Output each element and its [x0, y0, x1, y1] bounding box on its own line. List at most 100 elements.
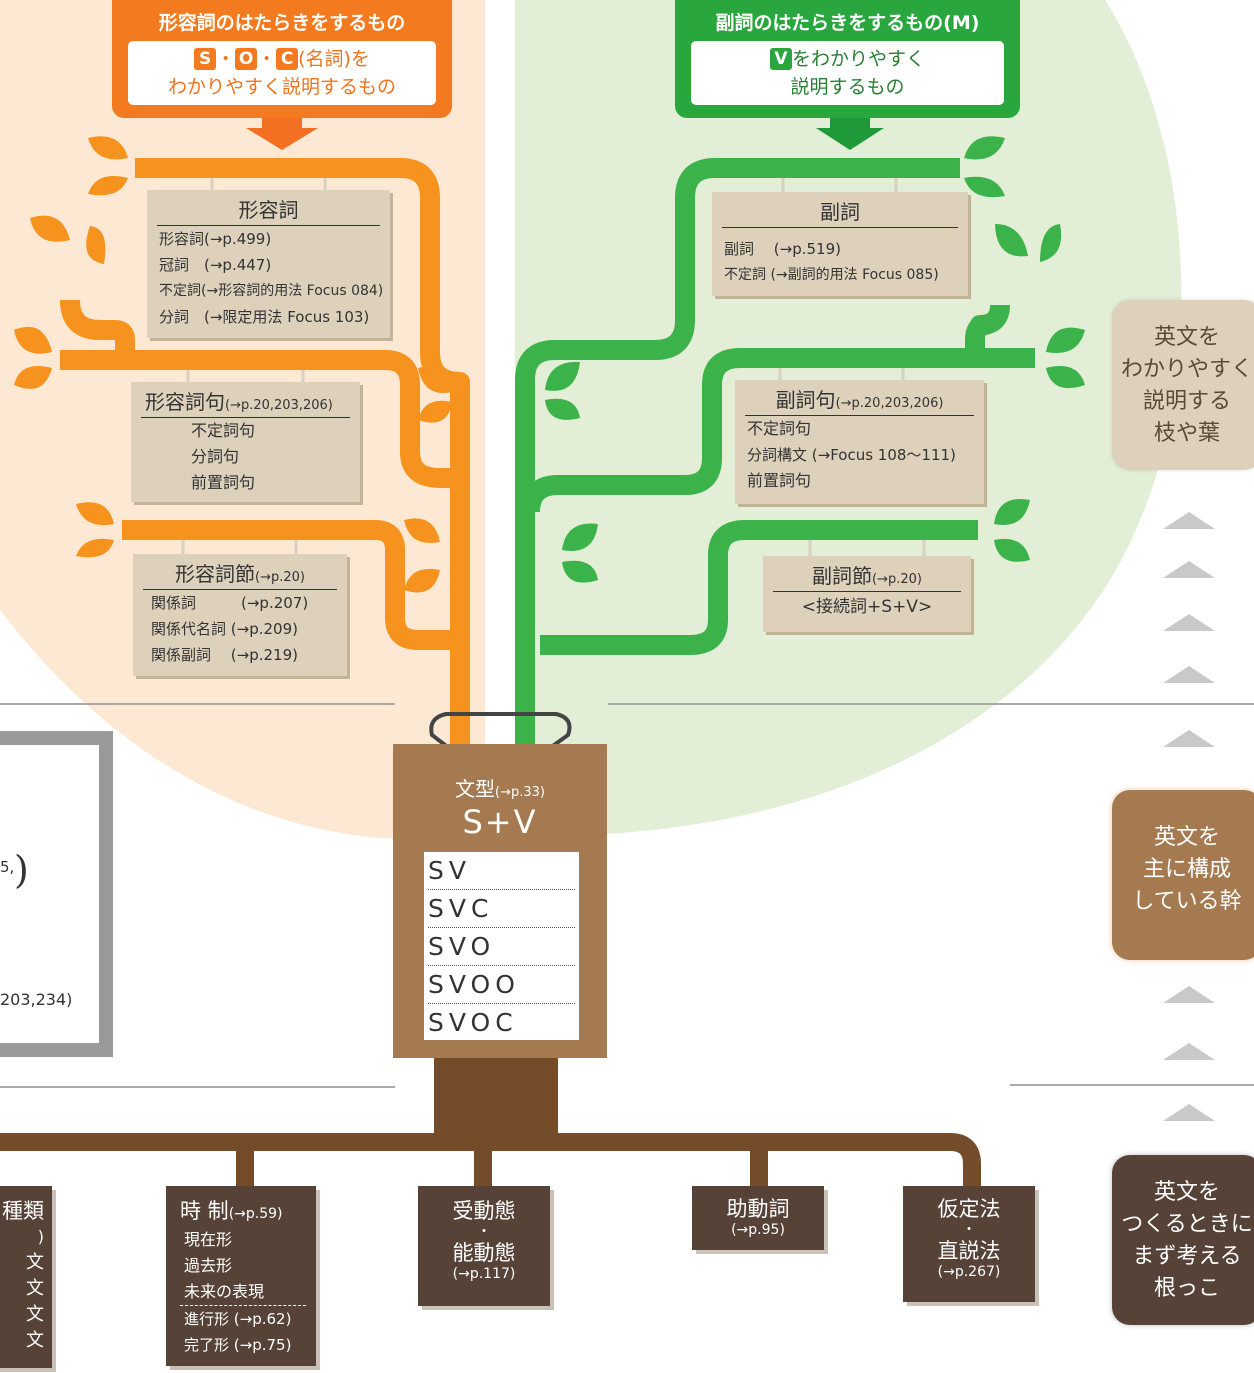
adverb-clause-ref: (→p.20) [872, 572, 922, 587]
up-arrow-7 [1163, 1043, 1215, 1060]
orange-arrow [246, 118, 318, 150]
trunk-title: 文型 [455, 777, 496, 801]
adverb-clause-line: <接続詞+S+V> [801, 597, 933, 617]
green-branches [515, 158, 1035, 745]
adverb-header-line1: をわかりやすく [791, 48, 925, 70]
side-roots-line-1: 英文を [1153, 1180, 1220, 1205]
adjective-phrase-box: 形容詞句(→p.20,203,206) 不定詞句 分詞句 前置詞句 [131, 382, 360, 502]
adverb-phrase-line-3: 前置詞句 [747, 471, 812, 490]
root-types: 種類 ) 文 文 文 文 [0, 1186, 52, 1368]
side-roots-line-4: 根っこ [1153, 1276, 1220, 1301]
adjective-phrase-line-1: 不定詞句 [191, 421, 256, 440]
side-branches-line-4: 枝や葉 [1153, 421, 1220, 446]
adjective-clause-ref: (→p.20) [255, 570, 305, 585]
side-label-trunk: 英文を 主に構成 している幹 [1112, 790, 1254, 960]
root-voice-line1: 受動態 [452, 1199, 516, 1223]
green-arrow [816, 118, 884, 150]
side-trunk-line-2: 主に構成 [1142, 857, 1231, 882]
adverb-box: 副詞 副詞 (→p.519) 不定詞 (→副詞的用法 Focus 085) [712, 192, 968, 296]
root-voice: 受動態 ・ 能動態 (→p.117) [418, 1186, 550, 1306]
adverb-phrase-box: 副詞句(→p.20,203,206) 不定詞句 分詞構文 (→Focus 108… [735, 380, 984, 504]
up-arrow-6 [1163, 986, 1215, 1003]
adjective-clause-line-2: 関係代名詞 (→p.209) [151, 620, 298, 638]
left-frame-text-1: 5, [0, 858, 15, 876]
root-tense-line-5: 完了形 (→p.75) [184, 1336, 292, 1354]
root-tense-line-2: 過去形 [184, 1256, 233, 1275]
root-types-line-3: 文 [26, 1278, 44, 1299]
s-badge: S [194, 48, 217, 70]
side-branches-line-2: わかりやすく [1120, 357, 1253, 382]
side-branches-line-3: 説明する [1142, 389, 1231, 414]
root-mood: 仮定法 ・ 直説法 (→p.267) [903, 1186, 1035, 1302]
sign-hanger [429, 712, 572, 760]
adverb-box-title: 副詞 [722, 192, 958, 228]
green-leaves [545, 136, 1085, 583]
adjective-phrase-line-3: 前置詞句 [191, 473, 256, 492]
adverb-phrase-title: 副詞句 [775, 388, 836, 412]
left-frame [0, 731, 113, 1057]
root-types-line-1: ) [37, 1227, 44, 1246]
adverb-line-1: 副詞 (→p.519) [724, 240, 841, 258]
root-voice-line2: 能動態 [452, 1241, 516, 1265]
root-mood-line1: 仮定法 [937, 1197, 1001, 1221]
root-tense: 時 制(→p.59) 現在形 過去形 未来の表現 進行形 (→p.62) 完了形… [166, 1186, 316, 1366]
root-types-line-5: 文 [26, 1330, 44, 1351]
up-arrow-2 [1163, 561, 1215, 578]
sentence-forms: SV SVC SVO SVOO SVOC [424, 852, 579, 1040]
up-arrow-8 [1163, 1104, 1215, 1121]
adjective-line-2: 冠詞 (→p.447) [159, 256, 272, 274]
form-svc: SVC [428, 890, 575, 928]
adverb-clause-box: 副詞節(→p.20) <接続詞+S+V> [763, 556, 971, 632]
trunk-ref: (→p.33) [495, 785, 545, 800]
adjective-header-line2: わかりやすく説明するもの [167, 76, 396, 98]
side-trunk-line-1: 英文を [1153, 825, 1220, 850]
adjective-header: 形容詞のはたらきをするもの S・O・C(名詞)を わかりやすく説明するもの [112, 0, 452, 118]
adverb-line-2: 不定詞 (→副詞的用法 Focus 085) [724, 267, 939, 283]
root-tense-heading: 時 制(→p.59) [180, 1198, 316, 1227]
lower-trunk [434, 1058, 558, 1138]
adjective-line-3: 不定詞(→形容詞的用法 Focus 084) [159, 283, 384, 299]
side-trunk-line-3: している幹 [1132, 889, 1242, 914]
c-badge: C [276, 48, 299, 70]
adjective-header-line1: (名詞)を [298, 48, 370, 70]
trunk-formula: S+V [462, 803, 538, 841]
adjective-clause-heading: 形容詞節(→p.20) [143, 554, 337, 590]
orange-leaves [14, 136, 452, 593]
root-lines [0, 1133, 981, 1188]
root-tense-title: 時 制 [180, 1199, 229, 1223]
v-badge: V [769, 48, 792, 70]
root-voice-ref: (→p.117) [452, 1266, 516, 1282]
adjective-box: 形容詞 形容詞(→p.499) 冠詞 (→p.447) 不定詞(→形容詞的用法 … [147, 190, 390, 338]
form-svoc: SVOC [428, 1008, 518, 1037]
root-aux-title: 助動詞 [726, 1197, 790, 1221]
side-label-branches: 英文を わかりやすく 説明する 枝や葉 [1112, 300, 1254, 470]
root-tense-line-3: 未来の表現 [180, 1279, 306, 1306]
root-tense-line-4: 進行形 (→p.62) [184, 1310, 292, 1328]
left-frame-text-2: 203,234) [0, 990, 73, 1009]
form-sv: SV [428, 852, 575, 890]
root-types-line-2: 文 [26, 1252, 44, 1273]
up-arrow-1 [1163, 512, 1215, 529]
up-arrow-5 [1163, 730, 1215, 747]
trunk-heading: 文型(→p.33) [393, 778, 607, 804]
side-roots-line-2: つくるときに [1121, 1212, 1253, 1237]
adjective-box-title: 形容詞 [157, 190, 380, 226]
form-svo: SVO [428, 928, 575, 966]
adjective-phrase-heading: 形容詞句(→p.20,203,206) [141, 382, 350, 418]
dot-2: ・ [257, 48, 277, 70]
adjective-line-4: 分詞 (→限定用法 Focus 103) [159, 308, 370, 326]
adjective-phrase-ref: (→p.20,203,206) [225, 398, 333, 413]
root-tense-ref: (→p.59) [228, 1206, 283, 1222]
adjective-phrase-title: 形容詞句 [145, 390, 225, 414]
adverb-phrase-line-1: 不定詞句 [747, 419, 812, 438]
adjective-clause-line-1: 関係詞 (→p.207) [151, 594, 309, 612]
adverb-phrase-ref: (→p.20,203,206) [835, 396, 944, 411]
side-roots-line-3: まず考える [1132, 1244, 1242, 1269]
root-types-title: 種類 [2, 1199, 44, 1223]
root-tense-line-1: 現在形 [184, 1230, 233, 1249]
side-branches-line-1: 英文を [1153, 325, 1220, 350]
adjective-header-body: S・O・C(名詞)を わかりやすく説明するもの [128, 41, 436, 105]
root-voice-dot: ・ [477, 1224, 491, 1240]
side-label-roots: 英文を つくるときに まず考える 根っこ [1112, 1155, 1254, 1325]
